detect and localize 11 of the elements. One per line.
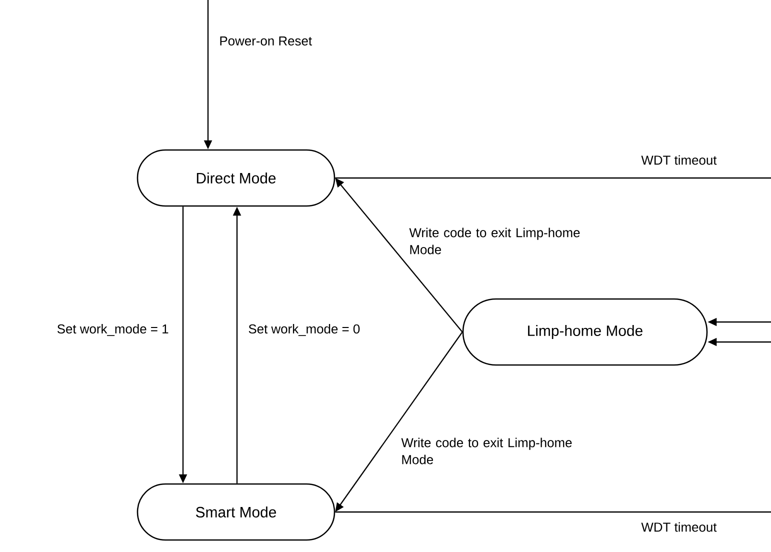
state-box: Limp-home Mode xyxy=(462,298,708,366)
edge-label: Power-on Reset xyxy=(220,36,312,46)
state-box: Direct Mode xyxy=(136,149,336,207)
edge-label: WDT timeout xyxy=(641,522,717,532)
edge-label: Write code to exit Limp-home Mode xyxy=(401,438,572,464)
edge-label: Set work_mode = 0 xyxy=(248,324,360,336)
arrow xyxy=(335,177,771,326)
state-box: Smart Mode xyxy=(136,483,336,541)
edge-label: Set work_mode = 1 xyxy=(57,324,168,336)
edge-label: WDT timeout xyxy=(641,155,717,165)
edge-label: Write code to exit Limp-home Mode xyxy=(409,228,580,254)
